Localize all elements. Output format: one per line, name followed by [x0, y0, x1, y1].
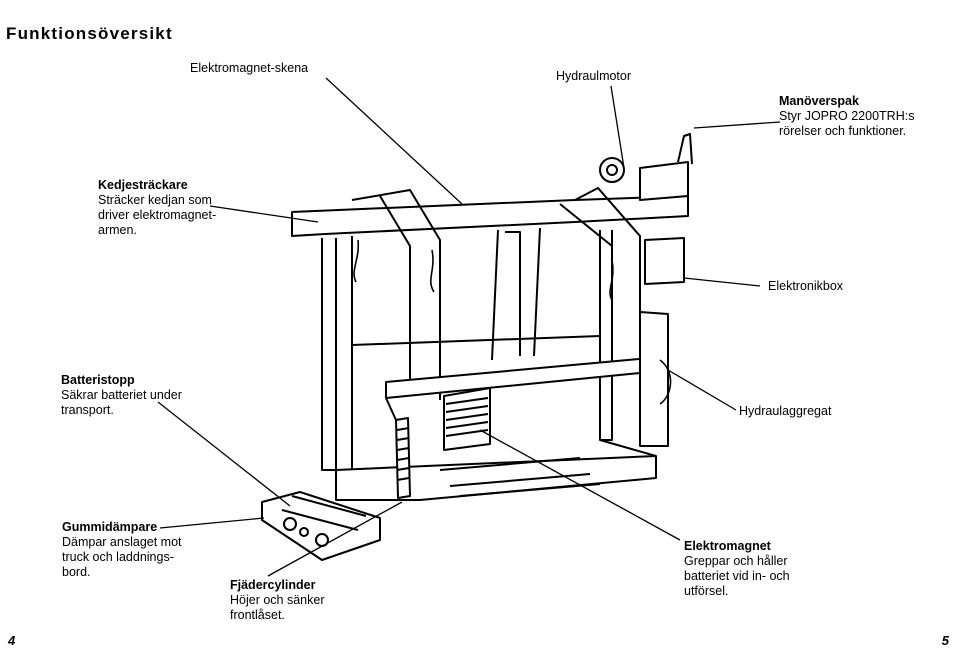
label-hydraulic-unit: Hydraulaggregat — [739, 404, 831, 419]
label-rubber-damper-desc-2: truck och laddnings- — [62, 550, 174, 564]
label-battery-stop-heading: Batteristopp — [61, 373, 135, 387]
label-electronics-box-heading: Elektronikbox — [768, 279, 844, 293]
label-chain-tensioner-heading: Kedjesträckare — [98, 178, 188, 192]
label-electromagnet-rail-heading: Elektromagnet-skena — [190, 61, 309, 75]
label-control-lever-heading: Manöverspak — [779, 94, 859, 108]
label-battery-stop-desc-1: Säkrar batteriet under — [61, 388, 182, 402]
page-title: Funktionsöversikt — [6, 24, 173, 43]
page-number-right: 5 — [941, 633, 949, 648]
label-electromagnet-heading: Elektromagnet — [684, 539, 771, 553]
label-electromagnet-desc-3: utförsel. — [684, 584, 729, 598]
label-control-lever-desc-2: rörelser och funktioner. — [779, 124, 907, 138]
label-control-lever: Manöverspak Styr JOPRO 2200TRH:s rörelse… — [779, 94, 914, 139]
label-control-lever-desc-1: Styr JOPRO 2200TRH:s — [779, 109, 915, 123]
label-hydraulic-motor-heading: Hydraulmotor — [556, 69, 632, 83]
label-electromagnet-desc-1: Greppar och håller — [684, 554, 788, 568]
label-electromagnet-rail: Elektromagnet-skena — [190, 61, 308, 76]
label-chain-tensioner: Kedjesträckare Sträcker kedjan som drive… — [98, 178, 216, 238]
label-spring-cylinder-desc-2: frontlåset. — [230, 608, 285, 622]
label-hydraulic-unit-heading: Hydraulaggregat — [739, 404, 832, 418]
label-hydraulic-motor: Hydraulmotor — [556, 69, 631, 84]
label-rubber-damper-heading: Gummidämpare — [62, 520, 158, 534]
label-spring-cylinder-heading: Fjädercylinder — [230, 578, 316, 592]
label-electromagnet-desc-2: batteriet vid in- och — [684, 569, 790, 583]
label-spring-cylinder: Fjädercylinder Höjer och sänker frontlås… — [230, 578, 325, 623]
label-battery-stop: Batteristopp Säkrar batteriet under tran… — [61, 373, 182, 418]
label-electronics-box: Elektronikbox — [768, 279, 843, 294]
label-spring-cylinder-desc-1: Höjer och sänker — [230, 593, 325, 607]
label-rubber-damper-desc-1: Dämpar anslaget mot — [62, 535, 182, 549]
label-chain-tensioner-desc-3: armen. — [98, 223, 137, 237]
label-rubber-damper-desc-3: bord. — [62, 565, 91, 579]
label-chain-tensioner-desc-2: driver elektromagnet- — [98, 208, 217, 222]
label-chain-tensioner-desc-1: Sträcker kedjan som — [98, 193, 212, 207]
page-number-left: 4 — [8, 633, 16, 648]
label-rubber-damper: Gummidämpare Dämpar anslaget mot truck o… — [62, 520, 182, 580]
label-battery-stop-desc-2: transport. — [61, 403, 114, 417]
label-electromagnet: Elektromagnet Greppar och håller batteri… — [684, 539, 790, 599]
